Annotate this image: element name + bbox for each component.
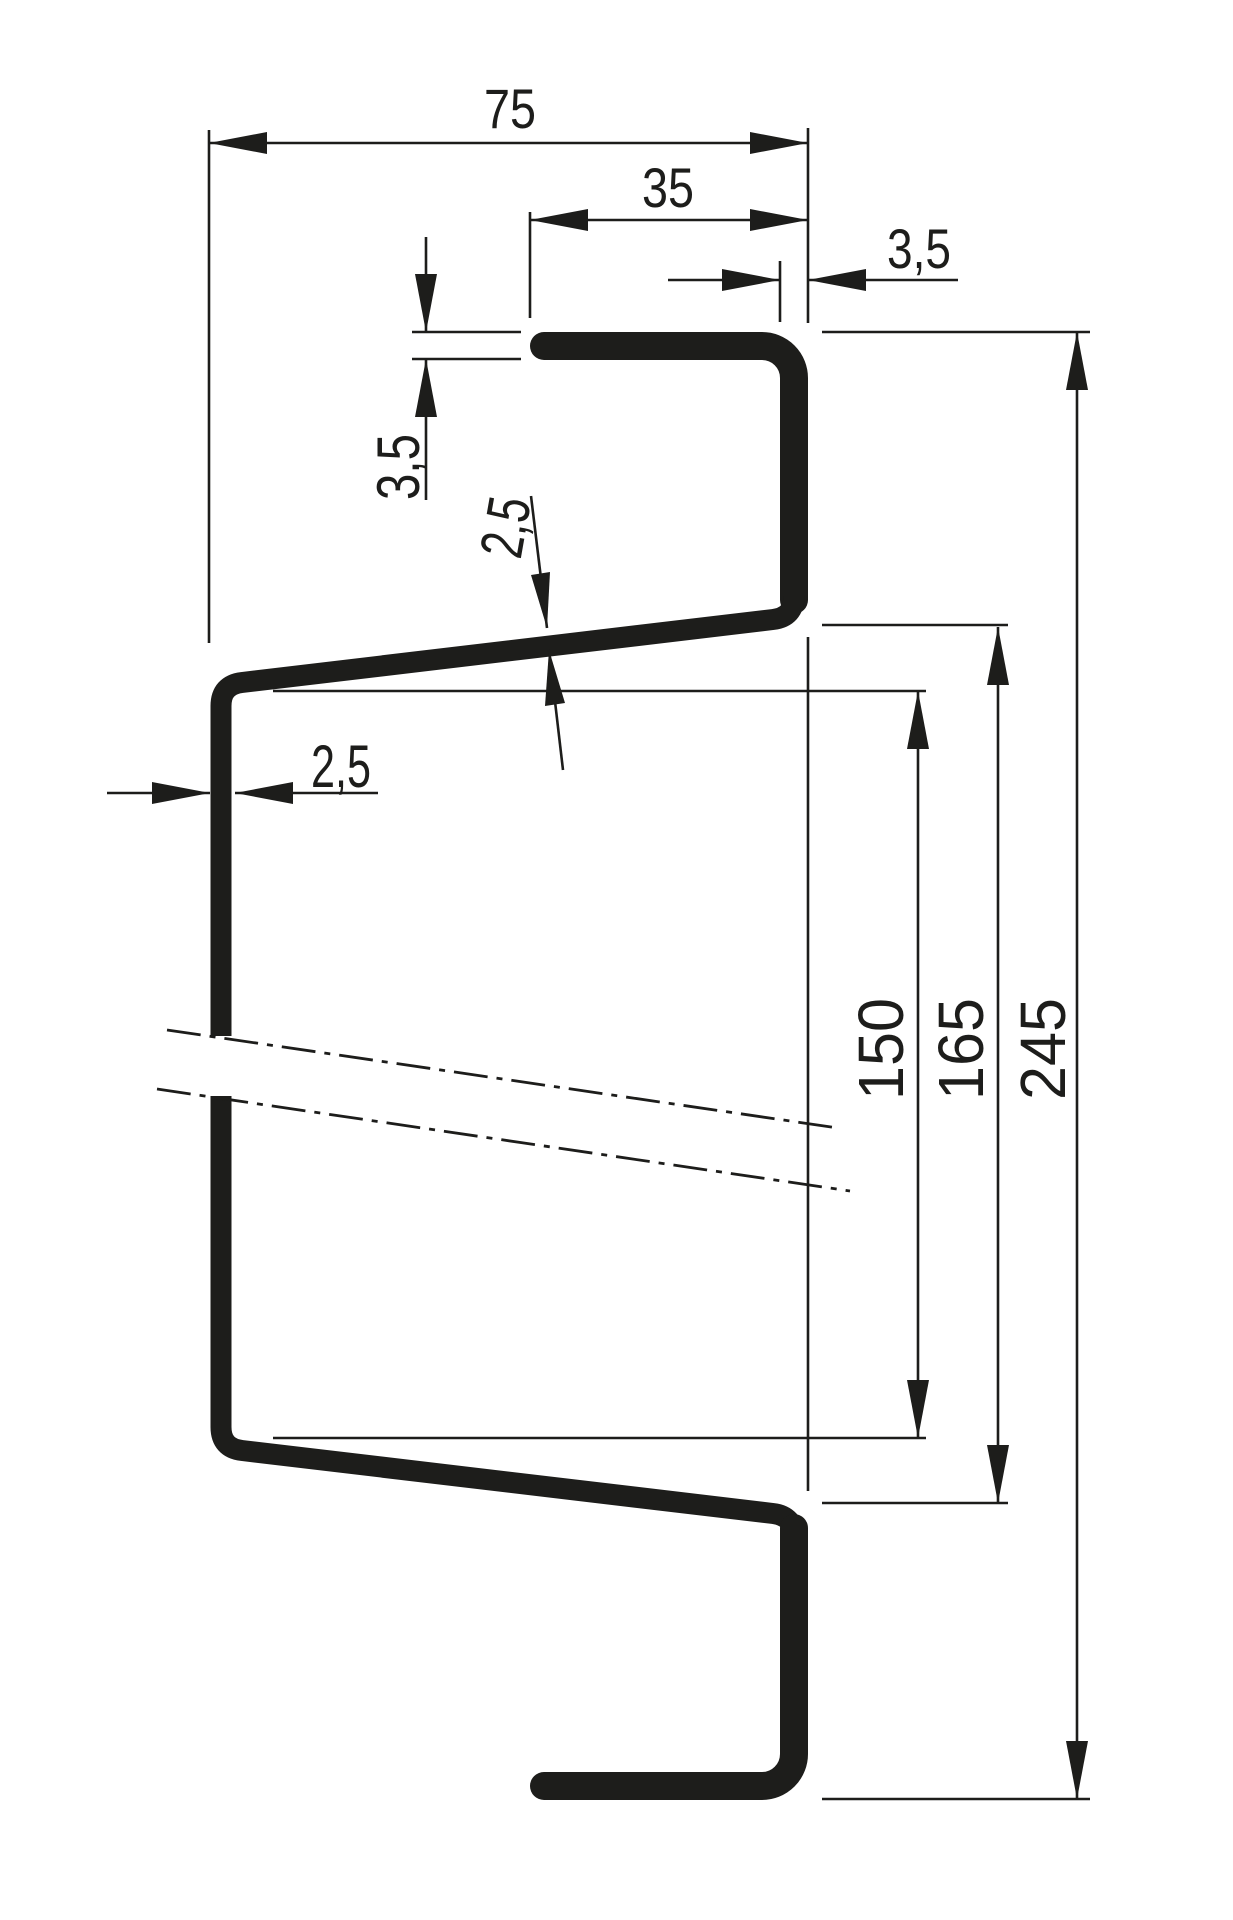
arrowhead-right-icon	[722, 269, 780, 291]
dim-label-left-wall-thickness: 2,5	[311, 733, 371, 800]
arrowhead-left-icon	[209, 132, 267, 154]
arrowhead-up-icon	[415, 359, 437, 417]
arrowhead-left-icon	[530, 209, 588, 231]
dim-label-web-thickness: 2,5	[467, 492, 543, 563]
dim-label-overall-width: 75	[484, 77, 536, 140]
extension-lines	[207, 128, 1090, 1801]
dim-label-shoulder-height: 165	[925, 998, 997, 1100]
upper-web-and-left-wall	[210, 578, 805, 1036]
break-line-upper	[166, 1028, 839, 1130]
dim-label-right-wall-thickness: 3,5	[887, 217, 951, 280]
arrowhead-left-icon	[808, 269, 866, 291]
bottom-right-wall-and-lip	[530, 1514, 808, 1800]
arrowhead-down-icon	[415, 274, 437, 332]
dim-label-overall-height: 245	[1007, 998, 1079, 1100]
arrowhead-down-icon	[987, 1445, 1009, 1503]
arrowhead-down-icon	[907, 1380, 929, 1438]
arrowhead-down-icon	[1066, 1741, 1088, 1799]
arrowhead-up-icon	[545, 650, 565, 706]
dim-label-inner-height: 150	[845, 998, 917, 1100]
dimension-lines	[107, 132, 1088, 1799]
dim-label-lip-width: 35	[642, 156, 694, 219]
arrowhead-up-icon	[907, 691, 929, 749]
break-lines	[156, 1028, 851, 1193]
dim-label-lip-thickness: 3,5	[365, 434, 432, 500]
arrowhead-up-icon	[987, 627, 1009, 685]
dimension-labels: 75 35 3,5 3,5 2,5 2,5 150 165 245	[311, 77, 1079, 1100]
arrowhead-left-icon	[235, 782, 293, 804]
top-lip-and-right-wall	[530, 332, 808, 614]
arrowhead-right-icon	[750, 132, 808, 154]
profile-outline	[210, 332, 808, 1800]
break-line-lower	[156, 1087, 851, 1193]
left-wall-and-lower-web	[210, 1096, 805, 1558]
arrowhead-right-icon	[750, 209, 808, 231]
arrowhead-down-icon	[531, 572, 550, 628]
arrowhead-up-icon	[1066, 332, 1088, 390]
arrowhead-right-icon	[152, 782, 210, 804]
